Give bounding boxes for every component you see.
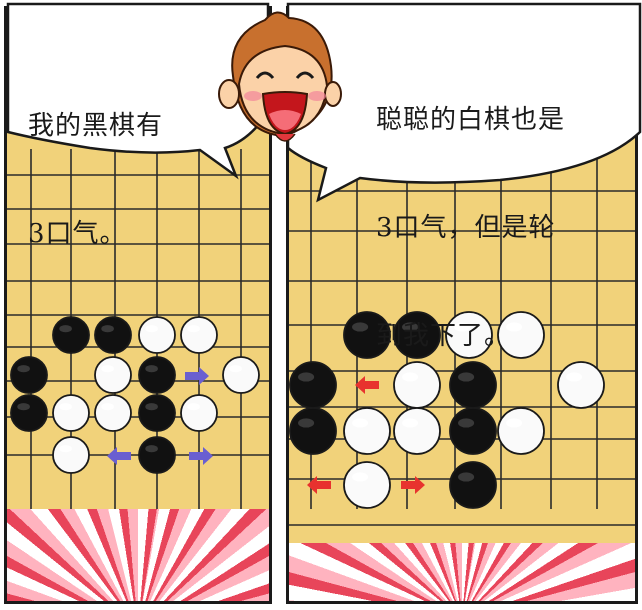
white-stone xyxy=(497,407,545,455)
right-bubble-line: 到我下了。 xyxy=(376,321,512,351)
right-bubble-line: 聪聪的白棋也是 xyxy=(376,105,566,135)
right-bubble-text: 聪聪的白棋也是 3口气，但是轮 到我下了。 xyxy=(376,30,565,390)
white-stone xyxy=(557,361,605,409)
black-stone xyxy=(138,356,176,394)
white-stone xyxy=(52,394,90,432)
white-stone xyxy=(343,461,391,509)
right-burst-effect xyxy=(289,543,635,601)
black-stone xyxy=(449,361,497,409)
arrow-icon xyxy=(189,447,213,465)
white-stone xyxy=(138,316,176,354)
black-stone xyxy=(289,407,337,455)
arrow-icon xyxy=(355,376,379,394)
black-stone xyxy=(393,311,441,359)
black-stone xyxy=(10,356,48,394)
white-stone xyxy=(180,394,218,432)
white-stone xyxy=(52,436,90,474)
arrow-icon xyxy=(107,447,131,465)
white-stone xyxy=(497,311,545,359)
black-stone xyxy=(138,394,176,432)
white-stone xyxy=(393,361,441,409)
left-go-board xyxy=(7,149,269,509)
black-stone xyxy=(52,316,90,354)
white-stone xyxy=(445,311,493,359)
right-bubble-line: 3口气，但是轮 xyxy=(376,213,556,243)
cartoon-boy-face-icon xyxy=(218,11,342,142)
black-stone xyxy=(138,436,176,474)
left-bubble-line: 我的黑棋有 xyxy=(28,111,164,141)
white-stone xyxy=(222,356,260,394)
black-stone xyxy=(94,316,132,354)
white-stone xyxy=(180,316,218,354)
arrow-icon xyxy=(185,367,209,385)
black-stone xyxy=(10,394,48,432)
white-stone xyxy=(94,356,132,394)
left-bubble-line: 3口气。 xyxy=(28,219,127,249)
left-speech-bubble xyxy=(6,2,270,180)
right-speech-bubble xyxy=(286,2,642,203)
left-bubble-text: 我的黑棋有 3口气。 xyxy=(28,36,163,288)
black-stone xyxy=(343,311,391,359)
black-stone xyxy=(449,407,497,455)
arrow-icon xyxy=(401,476,425,494)
black-stone xyxy=(289,361,337,409)
right-go-board xyxy=(289,159,635,526)
black-stone xyxy=(449,461,497,509)
white-stone xyxy=(393,407,441,455)
white-stone xyxy=(343,407,391,455)
speech-bubbles xyxy=(6,2,642,203)
white-stone xyxy=(94,394,132,432)
arrow-icon xyxy=(307,476,331,494)
left-burst-effect xyxy=(7,509,269,601)
